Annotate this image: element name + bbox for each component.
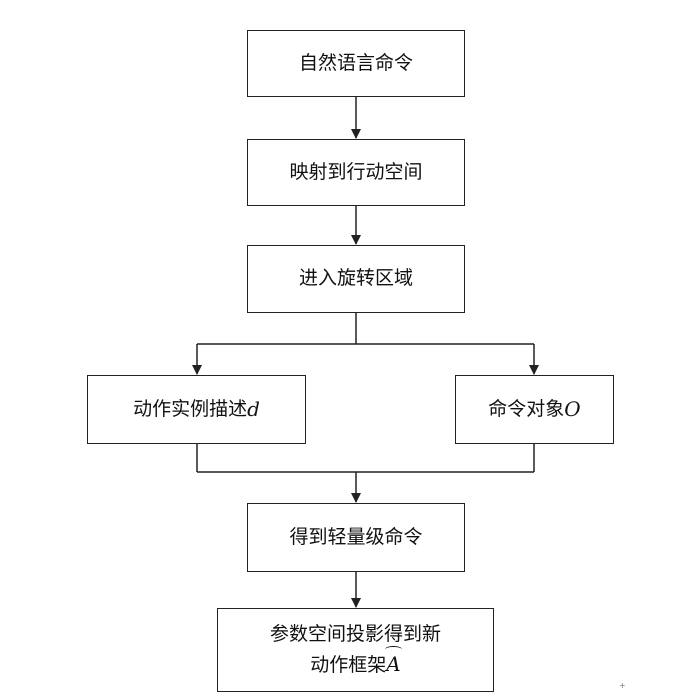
node-variable: O — [564, 397, 581, 421]
node-variable: d — [247, 397, 260, 421]
node-label: 进入旋转区域 — [298, 267, 413, 290]
node-label: 自然语言命令 — [298, 51, 413, 74]
node-label-line-1: 参数空间投影得到新 — [269, 622, 441, 645]
node-map-to-action-space: 映射到行动空间 — [247, 139, 465, 206]
node-natural-language-command: 自然语言命令 — [247, 30, 465, 97]
node-label: 动作实例描述 — [133, 397, 248, 420]
node-lightweight-command: 得到轻量级命令 — [247, 503, 465, 572]
stray-mark-icon: + — [619, 681, 626, 690]
node-label: 得到轻量级命令 — [289, 525, 423, 548]
node-label: 命令对象 — [488, 397, 565, 420]
node-enter-rotation-region: 进入旋转区域 — [247, 245, 465, 313]
node-label: 映射到行动空间 — [289, 160, 423, 183]
node-label-line-2: 动作框架 — [310, 654, 387, 676]
node-new-action-frame: 参数空间投影得到新 动作框架A — [217, 608, 494, 692]
node-variable-hat: A — [385, 646, 403, 680]
